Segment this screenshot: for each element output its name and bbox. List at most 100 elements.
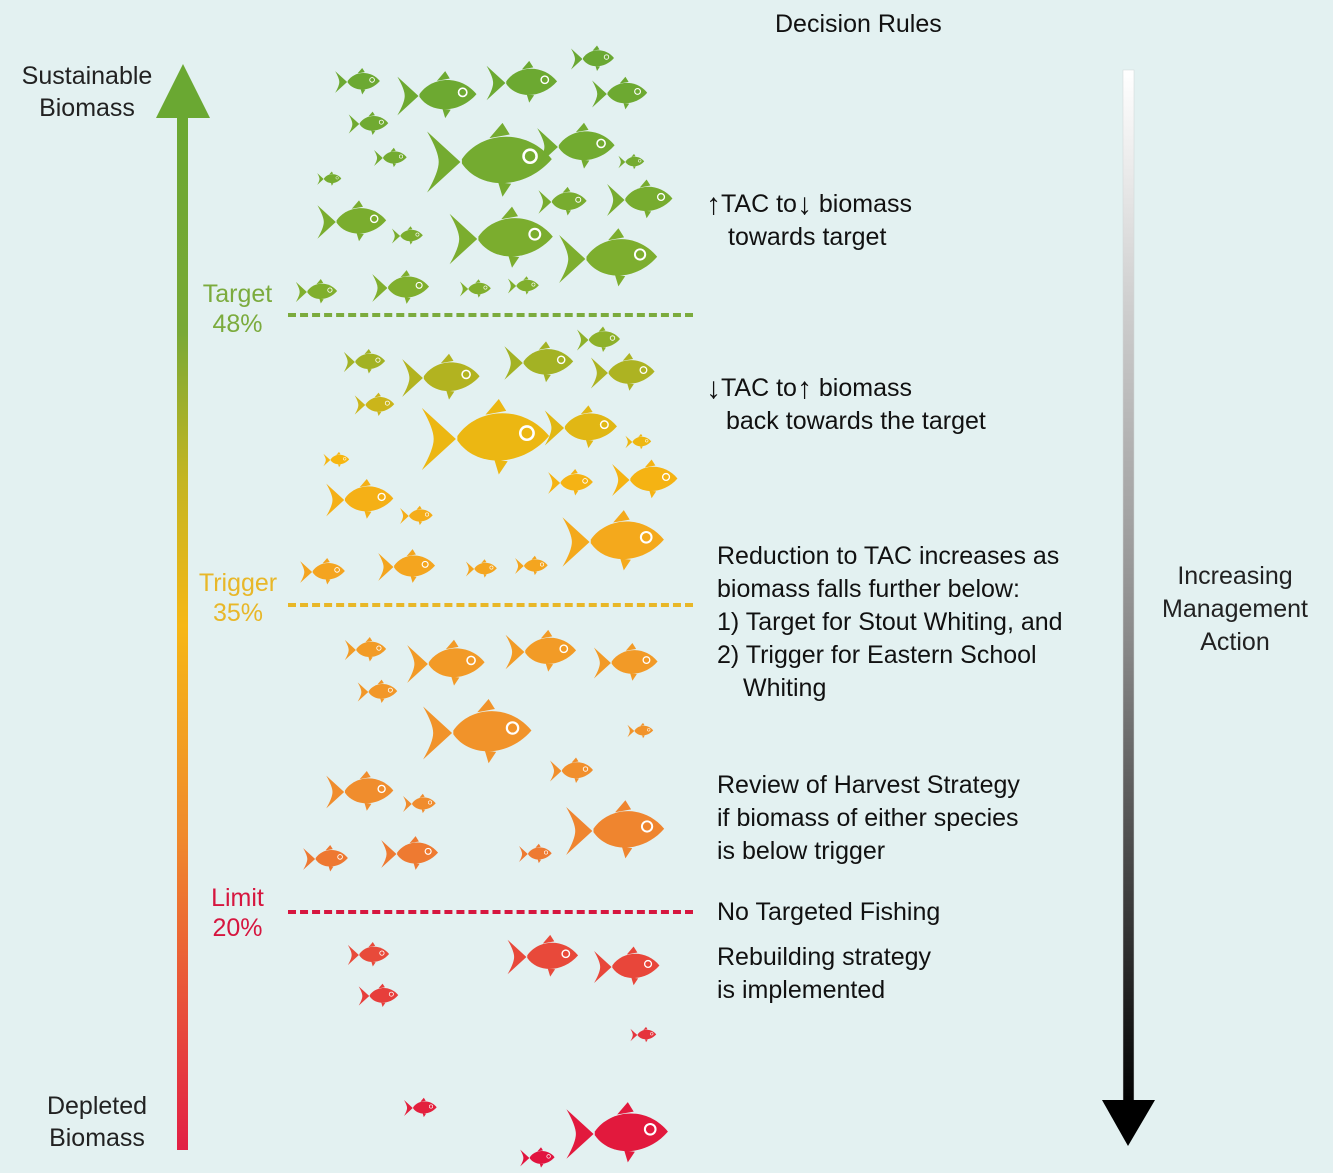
fish-icon — [537, 186, 588, 216]
fish-icon — [549, 757, 594, 784]
rule-rebuilding-line1: Rebuilding strategy — [717, 943, 932, 971]
fish-icon — [377, 548, 436, 584]
fish-icon — [299, 557, 346, 585]
arrow-down-icon: ↓ — [796, 188, 812, 221]
fish-icon — [465, 558, 498, 578]
fish-icon — [561, 509, 665, 572]
management-label-line1: Increasing — [1177, 562, 1293, 590]
fish-icon — [295, 278, 338, 304]
diagram-title: Decision Rules — [775, 10, 942, 38]
fish-icon — [325, 478, 395, 520]
management-action-arrow — [1102, 69, 1155, 1146]
fish-icon — [399, 505, 434, 526]
fish-icon — [425, 121, 554, 199]
fish-icon — [373, 147, 408, 168]
rule-below-target-line1: ↓TAC to↑ biomass — [706, 372, 986, 405]
depleted-label-line1: Depleted — [46, 1092, 148, 1120]
fish-icon — [514, 555, 549, 576]
fish-icon — [396, 70, 478, 119]
target-name: Target — [202, 280, 273, 308]
fish-icon — [354, 392, 395, 417]
fish-icon — [507, 275, 540, 295]
fish-icon — [593, 945, 661, 986]
depleted-biomass-label: Depleted Biomass — [12, 1090, 182, 1154]
rule-below-trigger: Reduction to TAC increases as biomass fa… — [717, 540, 1063, 705]
fish-icon — [348, 111, 389, 136]
fish-icon — [325, 770, 395, 812]
rule-above-target-line1: ↑TAC to↓ biomass — [706, 188, 912, 221]
fish-icon — [503, 340, 574, 383]
fish-icon — [565, 799, 666, 860]
biomass-axis-head — [156, 64, 210, 118]
fish-icon — [358, 983, 399, 1008]
fish-icon — [323, 451, 350, 468]
management-label-line2: Management — [1162, 595, 1308, 623]
rule-above-target: ↑TAC to↓ biomass towards target — [706, 188, 912, 254]
fish-icon — [543, 404, 618, 449]
fish-icon — [448, 205, 554, 269]
fish-icon — [593, 642, 659, 682]
fish-icon — [316, 199, 387, 242]
rule-below-trigger-item2-line1: 2) Trigger for Eastern School — [717, 641, 1037, 669]
fish-icon — [576, 326, 621, 353]
rule-no-fishing: No Targeted Fishing — [717, 898, 941, 926]
target-value: 48% — [212, 310, 263, 338]
fish-icon — [357, 679, 398, 704]
fish-icon — [506, 934, 579, 978]
fish-icon — [403, 1097, 438, 1118]
fish-icon — [547, 468, 594, 496]
fish-icon — [401, 352, 481, 401]
management-action-label: Increasing Management Action — [1140, 560, 1330, 659]
fish-icon — [518, 843, 553, 864]
fish-icon — [611, 458, 679, 499]
management-label-line3: Action — [1200, 628, 1270, 656]
fish-icon — [406, 638, 486, 687]
fish-icon — [591, 76, 648, 110]
rule-above-target-line2: towards target — [728, 223, 887, 251]
rule-below-trigger-item2-line2: Whiting — [743, 674, 827, 702]
fish-icon — [302, 844, 349, 872]
arrow-up-icon: ↑ — [706, 188, 721, 221]
fish-icon — [459, 278, 492, 298]
rule-below-target-part1: TAC to — [721, 374, 797, 402]
fish-icon — [380, 835, 439, 871]
rule-below-target: ↓TAC to↑ biomass back towards the target — [706, 372, 986, 438]
trigger-name: Trigger — [198, 569, 278, 597]
fish-icon — [590, 352, 656, 392]
rule-below-target-part2: biomass — [818, 374, 912, 402]
rule-below-trigger-line2: biomass falls further below: — [717, 575, 1020, 603]
limit-level-label: Limit 20% — [190, 883, 285, 943]
depleted-label-line2: Biomass — [49, 1124, 145, 1152]
sustainable-biomass-label: Sustainable Biomass — [2, 60, 172, 124]
fish-icon — [606, 178, 674, 219]
fish-icon — [343, 348, 386, 374]
rule-below-target-line2: back towards the target — [726, 407, 986, 435]
fish-icon — [316, 171, 342, 186]
fish-icon — [565, 1101, 669, 1164]
sustainable-label-line2: Biomass — [39, 94, 135, 122]
management-axis-head — [1102, 1100, 1155, 1146]
fish-icon — [391, 225, 424, 245]
rule-review-line1: Review of Harvest Strategy — [717, 771, 1020, 799]
fish-icon — [570, 45, 615, 72]
fish-icon — [625, 433, 652, 450]
limit-value: 20% — [212, 914, 263, 942]
fish-icon — [558, 227, 659, 288]
limit-line — [288, 910, 693, 914]
rule-above-target-part2: biomass — [818, 190, 912, 218]
fish-icon — [402, 793, 437, 814]
arrow-down-icon: ↓ — [706, 372, 721, 405]
trigger-level-label: Trigger 35% — [188, 568, 288, 628]
target-line — [288, 313, 693, 317]
fish-icon — [421, 697, 533, 765]
fish-icon — [344, 636, 387, 662]
rule-review: Review of Harvest Strategy if biomass of… — [717, 769, 1020, 868]
fish-icon — [630, 1026, 657, 1043]
biomass-axis-arrow — [156, 64, 210, 1150]
biomass-axis-shaft — [177, 102, 188, 1150]
fish-icon — [485, 60, 558, 104]
fish-icon — [334, 67, 381, 95]
target-level-label: Target 48% — [190, 279, 285, 339]
rule-rebuilding-line2: is implemented — [717, 976, 886, 1004]
fish-icon — [519, 1146, 555, 1168]
